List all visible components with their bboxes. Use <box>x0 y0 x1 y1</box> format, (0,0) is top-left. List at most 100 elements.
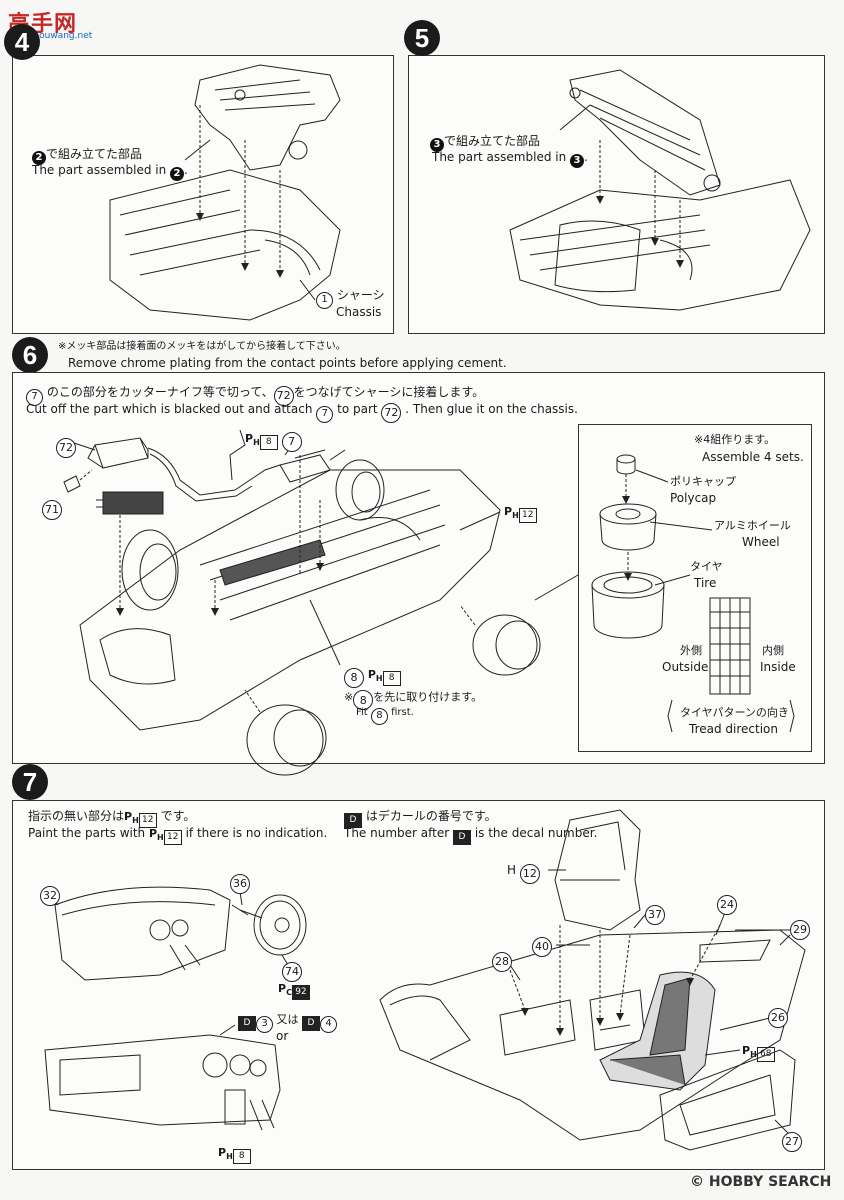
step4-label-jp-text: で組み立てた部品 <box>46 147 143 161</box>
wheel-make-4sets-jp: ※4組作ります。 <box>694 433 776 446</box>
step6-chrome-note-en: Remove chrome plating from the contact p… <box>68 356 507 370</box>
seat-h12-label: H 12 <box>507 862 540 884</box>
step7-panel <box>12 800 825 1170</box>
decal-en-a: The number after <box>344 826 450 840</box>
step7-number: 7 <box>12 764 48 800</box>
part27-callout: 27 <box>782 1131 802 1152</box>
outside-jp: 外側 <box>680 644 702 657</box>
part26-callout: 26 <box>768 1007 788 1028</box>
inst-jp-a: のこの部分をカッターナイフ等で切って、 <box>46 385 274 399</box>
step5-label-jp-text: で組み立てた部品 <box>444 134 541 148</box>
part72-label: 72 <box>56 436 76 458</box>
inside-jp: 内側 <box>762 644 784 657</box>
part12-callout: 12 <box>519 863 540 884</box>
part24-callout: 24 <box>717 894 737 915</box>
site-logo-url: gaoshouwang.net <box>12 31 93 41</box>
part29-callout: 29 <box>790 919 810 940</box>
wheel-en: Wheel <box>742 535 780 549</box>
paint-en-a: Paint the parts with <box>28 826 146 840</box>
polycap-jp: ポリキャップ <box>670 475 736 488</box>
inst-en-a: Cut off the part which is blacked out an… <box>26 402 313 416</box>
tire-en: Tire <box>694 576 717 590</box>
step5-panel <box>408 55 825 334</box>
part28-callout: 28 <box>492 951 512 972</box>
part8-ph-box: 8 <box>382 670 401 686</box>
step6-number: 6 <box>12 337 48 373</box>
part8-fit-circle-en: 8 <box>370 707 388 725</box>
ph8-box: 8 <box>259 434 278 450</box>
part37-label: 37 <box>645 903 665 925</box>
step5-ref-dot: 3 <box>430 138 444 152</box>
part72-circle-en: 72 <box>381 402 402 423</box>
paint-jp-b: です。 <box>160 809 196 823</box>
step7-decal-note-en: The number after D is the decal number. <box>344 825 597 845</box>
step5-label-en-text: The part assembled in <box>432 150 567 164</box>
step5-number: 5 <box>404 20 440 56</box>
polycap-en: Polycap <box>670 491 717 505</box>
copyright-symbol: © <box>690 1174 704 1190</box>
paint-en-b: if there is no indication. <box>185 826 328 840</box>
step4-chassis-label: 1 シャーシ <box>316 287 385 309</box>
part26-label: 26 <box>768 1006 788 1028</box>
inside-en: Inside <box>760 660 796 674</box>
wheel-jp: アルミホイール <box>714 519 791 532</box>
step4-assembled-label-en: The part assembled in 2. <box>32 163 188 181</box>
part8-fit-circle: 8 <box>353 690 374 710</box>
part40-callout: 40 <box>532 936 552 957</box>
part24-label: 24 <box>717 893 737 915</box>
step4-label-en-text: The part assembled in <box>32 163 167 177</box>
decal-or-en: or <box>276 1029 289 1043</box>
decal4-circle: 4 <box>320 1015 337 1033</box>
decal-en-b: is the decal number. <box>474 826 598 840</box>
or-jp: 又は <box>276 1013 299 1026</box>
step4-ref-dot: 2 <box>32 151 46 165</box>
fit-jp-text: を先に取り付けます。 <box>373 690 483 704</box>
tire-jp: タイヤ <box>690 560 723 573</box>
part8-callout: 8 <box>344 667 364 688</box>
part28-label: 28 <box>492 950 512 972</box>
step4-number: 4 <box>4 24 40 60</box>
h-letter: H <box>507 863 517 877</box>
fit-prefix: Fit <box>356 707 368 718</box>
decal-letter-box: D <box>344 812 362 828</box>
decal-jp: はデカールの番号です。 <box>365 809 497 823</box>
decal3-circle: 3 <box>256 1015 273 1033</box>
part71-callout: 71 <box>42 499 62 520</box>
step4-ref-dot-en: 2 <box>170 167 185 181</box>
paint-box-en: 12 <box>163 829 182 845</box>
step4-chassis-label-en: Chassis <box>336 305 382 319</box>
step5-ref-dot-en: 3 <box>570 154 585 168</box>
part72-callout: 72 <box>56 437 76 458</box>
step7-decal-note-jp: D はデカールの番号です。 <box>344 808 497 828</box>
part27-label: 27 <box>782 1130 802 1152</box>
step6-instruction-en: Cut off the part which is blacked out an… <box>26 401 578 423</box>
part40-label: 40 <box>532 935 552 957</box>
part7-callout: 7 <box>281 431 302 452</box>
ph68-box: 68 <box>756 1046 775 1062</box>
pedal-ph8-box: 8 <box>232 1148 251 1164</box>
pc92-box: 92 <box>291 984 310 1000</box>
part8-fit-first-en: Fit 8 first. <box>356 706 414 725</box>
part74-callout: 74 <box>282 961 302 982</box>
chassis-jp: シャーシ <box>336 288 385 302</box>
part74-label: 74 <box>282 960 302 982</box>
part72-circle: 72 <box>273 385 294 406</box>
part36-label: 36 <box>230 872 250 894</box>
part1-circle: 1 <box>316 291 333 309</box>
wheel-make-4sets-en: Assemble 4 sets. <box>702 450 804 464</box>
part29-label: 29 <box>790 918 810 940</box>
inst-en-b: to part <box>337 402 378 416</box>
